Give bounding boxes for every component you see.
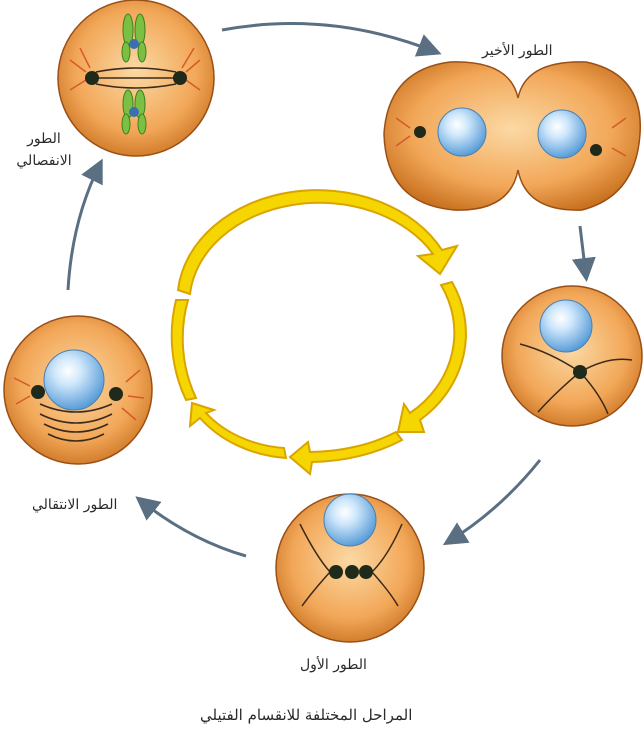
- telophase-cell: [384, 62, 640, 210]
- arrow-anaphase-to-telophase: [222, 24, 436, 52]
- central-cycle-arrows: [172, 190, 466, 474]
- central-arrow-right: [398, 282, 466, 432]
- arrow-telophase-to-next: [580, 226, 586, 276]
- telophase-label: الطور الأخير: [482, 40, 553, 62]
- figure-caption: المراحل المختلفة للانقسام الفتيلي: [200, 704, 412, 726]
- central-arrow-top: [178, 190, 457, 294]
- central-arrow-bottom: [290, 432, 402, 474]
- arrow-interphase-to-prophase: [448, 460, 540, 542]
- central-arrow-left-arc: [172, 300, 196, 400]
- arrow-prophase-to-metaphase: [140, 500, 246, 556]
- anaphase-label: الطور الانفصالي: [14, 128, 74, 172]
- anaphase-cell: [58, 0, 214, 156]
- arrow-metaphase-to-anaphase: [68, 164, 100, 290]
- metaphase-cell: [4, 316, 152, 464]
- prophase-cell: [276, 494, 424, 642]
- central-arrow-left: [190, 403, 286, 458]
- early-prophase-cell: [502, 286, 642, 426]
- metaphase-label: الطور الانتقالي: [32, 494, 117, 516]
- prophase-label: الطور الأول: [300, 654, 367, 676]
